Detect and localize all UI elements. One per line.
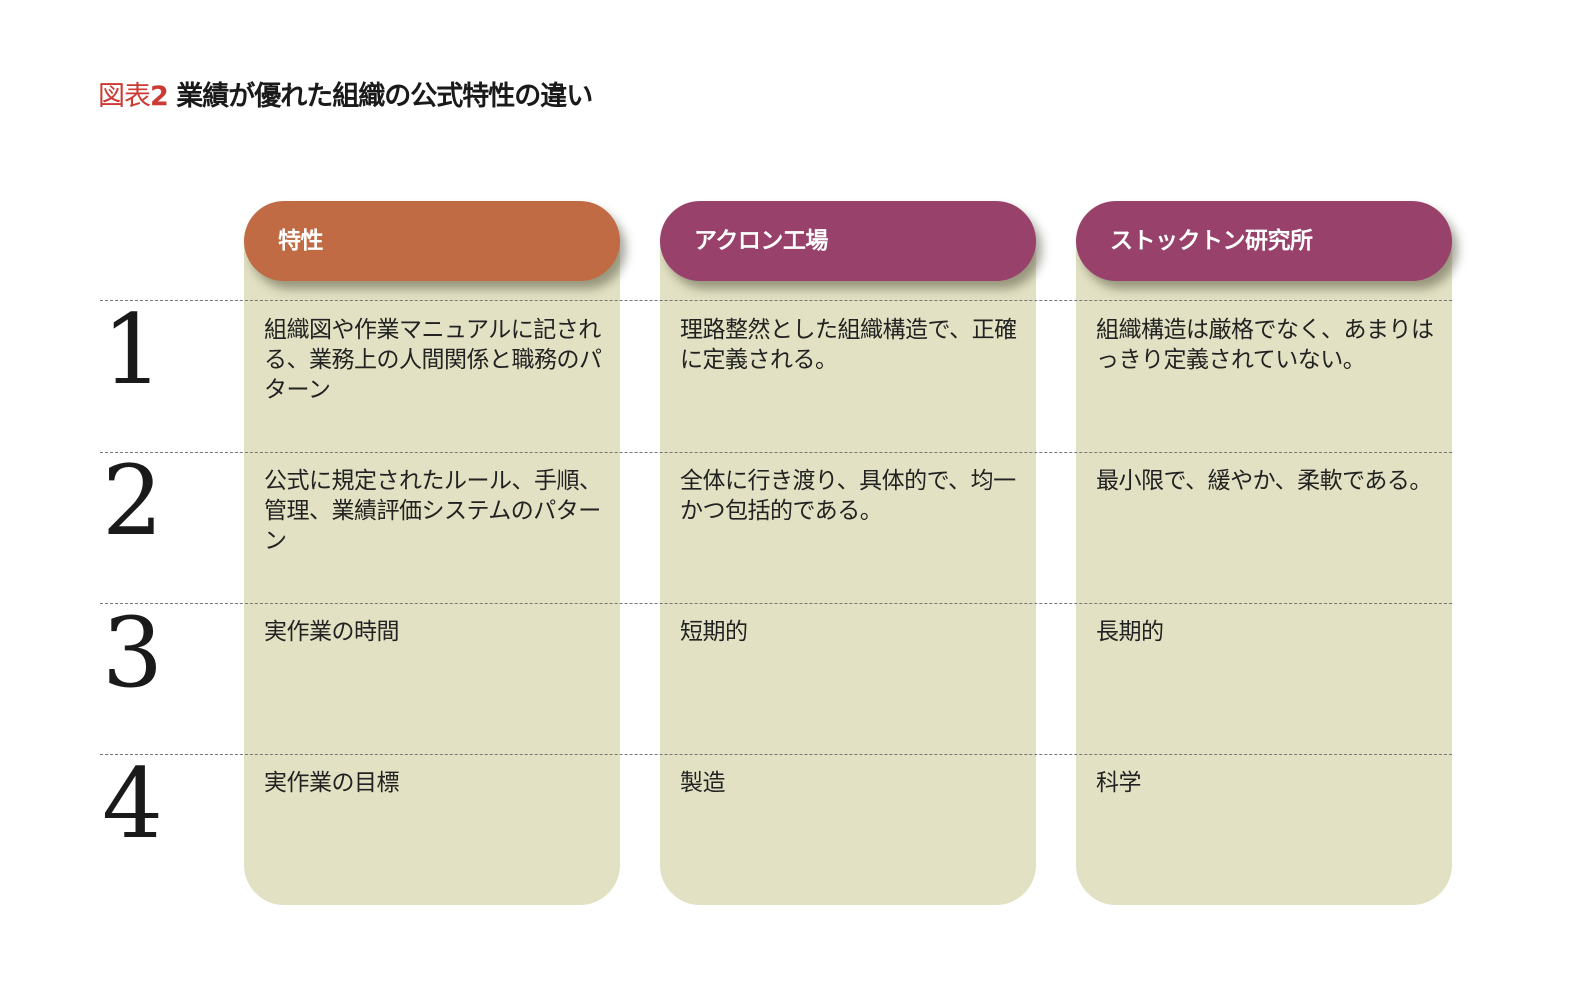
- cell-r3-characteristic: 実作業の時間: [264, 619, 400, 645]
- cell-r3-stockton: 長期的: [1096, 619, 1164, 645]
- cell-r1-stockton: 組織構造は厳格でなく、あまりはっきり定義されていない。: [1096, 317, 1434, 373]
- column-characteristic-body: [244, 238, 620, 905]
- row-divider-3: [100, 603, 1452, 604]
- row-number-4: 4: [102, 748, 164, 860]
- row-divider-2: [100, 452, 1452, 453]
- row-number-2: 2: [102, 445, 164, 557]
- cell-r4-akron: 製造: [680, 770, 726, 796]
- cell-r1-characteristic: 組織図や作業マニュアルに記される、業務上の人間関係と職務のパターン: [264, 317, 602, 403]
- row-divider-1: [100, 300, 1452, 301]
- row-number-3: 3: [102, 597, 164, 709]
- cell-r2-akron: 全体に行き渡り、具体的で、均一かつ包括的である。: [680, 468, 1016, 524]
- header-characteristic: 特性: [244, 201, 620, 281]
- column-akron-body: [660, 238, 1036, 905]
- figure-label: 図表2: [98, 81, 169, 112]
- row-number-1: 1: [102, 294, 164, 406]
- cell-r2-characteristic: 公式に規定されたルール、手順、管理、業績評価システムのパターン: [264, 468, 602, 554]
- cell-r2-stockton: 最小限で、緩やか、柔軟である。: [1096, 468, 1432, 494]
- figure-title: 図表2 業績が優れた組織の公式特性の違い: [98, 74, 593, 113]
- header-akron-plant: アクロン工場: [660, 201, 1036, 281]
- row-divider-4: [100, 754, 1452, 755]
- cell-r4-characteristic: 実作業の目標: [264, 770, 400, 796]
- cell-r3-akron: 短期的: [680, 619, 748, 645]
- column-stockton-body: [1076, 238, 1452, 905]
- cell-r1-akron: 理路整然とした組織構造で、正確に定義される。: [680, 317, 1017, 373]
- figure-title-text: 業績が優れた組織の公式特性の違い: [176, 81, 593, 112]
- header-stockton-lab: ストックトン研究所: [1076, 201, 1452, 281]
- cell-r4-stockton: 科学: [1096, 770, 1142, 796]
